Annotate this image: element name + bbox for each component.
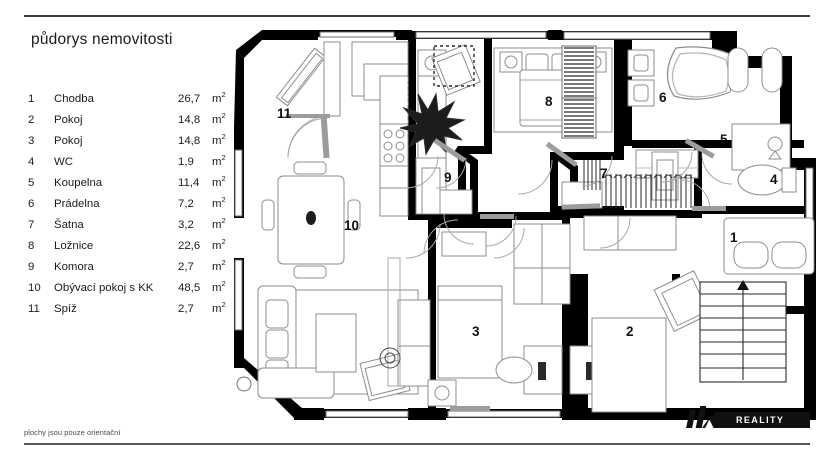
room-label-6: 6 — [659, 90, 667, 105]
disclaimer-text: plochy jsou pouze orientační — [24, 428, 121, 437]
room-label-9: 9 — [444, 170, 452, 185]
legend-room-name: Chodba — [54, 92, 94, 105]
legend-body: 1 Chodba 26,7 m2 2 Pokoj 14,8 m2 3 Pokoj… — [28, 88, 236, 319]
legend-room-name: Prádelna — [54, 197, 100, 210]
legend-area: 7,2 — [178, 197, 194, 210]
legend-area: 2,7 — [178, 302, 194, 315]
dining-set — [261, 161, 361, 279]
legend-room-name: Komora — [54, 260, 94, 273]
room-label-10: 10 — [344, 218, 360, 233]
legend-area: 2,7 — [178, 260, 194, 273]
room-2-furniture — [583, 215, 715, 413]
room-3-furniture — [379, 223, 571, 407]
room-6-appliances — [627, 49, 655, 107]
legend-number: 7 — [28, 218, 35, 231]
room-label-7: 7 — [600, 166, 608, 181]
door-swings — [287, 117, 733, 259]
legend-table: 1 Chodba 26,7 m2 2 Pokoj 14,8 m2 3 Pokoj… — [28, 88, 236, 319]
legend-room-name: Pokoj — [54, 134, 83, 147]
legend-unit: m2 — [212, 152, 226, 168]
logo-band — [714, 412, 810, 428]
legend-unit: m2 — [212, 278, 226, 294]
legend-area: 1,9 — [178, 155, 194, 168]
legend-number: 11 — [28, 302, 40, 315]
legend-unit: m2 — [212, 110, 226, 126]
legend-row: 5 Koupelna 11,4 m2 — [28, 172, 236, 193]
hall-sofa — [723, 217, 815, 275]
legend-row: 4 WC 1,9 m2 — [28, 151, 236, 172]
legend-room-name: Pokoj — [54, 113, 83, 126]
legend-room-name: Obývací pokoj s KK — [54, 281, 154, 294]
legend-area: 3,2 — [178, 218, 194, 231]
legend-unit: m2 — [212, 215, 226, 231]
hall-closet-hatch — [583, 160, 601, 190]
legend-number: 6 — [28, 197, 35, 210]
door-leaves — [320, 113, 726, 411]
legend-number: 2 — [28, 113, 35, 126]
legend-number: 10 — [28, 281, 41, 294]
legend-row: 9 Komora 2,7 m2 — [28, 256, 236, 277]
legend-room-name: Spíž — [54, 302, 77, 315]
logo-bar-1-icon — [686, 410, 696, 428]
plant-icon — [399, 92, 466, 156]
top-divider — [24, 15, 810, 17]
dashed-marker — [433, 45, 475, 87]
staircase — [699, 280, 787, 383]
wardrobe-hanging-rail — [603, 174, 693, 208]
desk-and-chair — [431, 44, 481, 96]
page-title: půdorys nemovitosti — [31, 31, 173, 48]
legend-row: 1 Chodba 26,7 m2 — [28, 88, 236, 109]
room-legend: 1 Chodba 26,7 m2 2 Pokoj 14,8 m2 3 Pokoj… — [28, 88, 236, 319]
room-label-8: 8 — [545, 94, 553, 109]
room-9-fixtures — [421, 167, 473, 215]
room-label-4: 4 — [770, 172, 778, 187]
legend-number: 4 — [28, 155, 35, 168]
legend-room-name: Šatna — [54, 218, 84, 231]
legend-unit: m2 — [212, 131, 226, 147]
legend-room-name: WC — [54, 155, 73, 168]
legend-number: 5 — [28, 176, 35, 189]
legend-unit: m2 — [212, 90, 226, 105]
reality-logo: REALITY — [686, 398, 810, 428]
plan-vector-layer — [234, 30, 816, 420]
room-11-pantry-fixtures — [275, 41, 341, 157]
legend-unit: m2 — [212, 299, 226, 315]
legend-row: 3 Pokoj 14,8 m2 — [28, 130, 236, 151]
legend-row: 8 Ložnice 22,6 m2 — [28, 235, 236, 256]
legend-row: 2 Pokoj 14,8 m2 — [28, 109, 236, 130]
windows — [234, 31, 814, 418]
laundry-hatch — [564, 47, 594, 137]
legend-number: 9 — [28, 260, 35, 273]
room-label-5: 5 — [720, 132, 728, 147]
legend-number: 8 — [28, 239, 35, 252]
legend-unit: m2 — [212, 173, 226, 189]
legend-area: 14,8 — [178, 113, 201, 126]
legend-room-name: Koupelna — [54, 176, 103, 189]
room-label-1: 1 — [730, 230, 738, 245]
legend-unit: m2 — [212, 194, 226, 210]
legend-unit: m2 — [212, 236, 226, 252]
legend-row: 7 Šatna 3,2 m2 — [28, 214, 236, 235]
bottom-divider — [24, 443, 810, 445]
room-5-bathtub — [666, 46, 734, 100]
legend-area: 11,4 — [178, 176, 200, 189]
legend-area: 14,8 — [178, 134, 201, 147]
living-room-furniture — [236, 285, 419, 402]
logo-text: REALITY — [736, 415, 785, 425]
legend-room-name: Ložnice — [54, 239, 94, 252]
room-label-11: 11 — [277, 106, 292, 121]
floor-plan-drawing: 11 8 6 5 4 9 7 10 1 3 2 — [232, 28, 816, 420]
legend-number: 1 — [28, 92, 35, 105]
room-label-2: 2 — [626, 324, 634, 339]
legend-area: 22,6 — [178, 239, 201, 252]
legend-unit: m2 — [212, 257, 226, 273]
legend-area: 26,7 — [178, 92, 201, 105]
legend-area: 48,5 — [178, 281, 201, 294]
legend-number: 3 — [28, 134, 35, 147]
legend-row: 6 Prádelna 7,2 m2 — [28, 193, 236, 214]
room-label-3: 3 — [472, 324, 480, 339]
legend-row: 11 Spíž 2,7 m2 — [28, 298, 236, 319]
legend-row: 10 Obývací pokoj s KK 48,5 m2 — [28, 277, 236, 298]
